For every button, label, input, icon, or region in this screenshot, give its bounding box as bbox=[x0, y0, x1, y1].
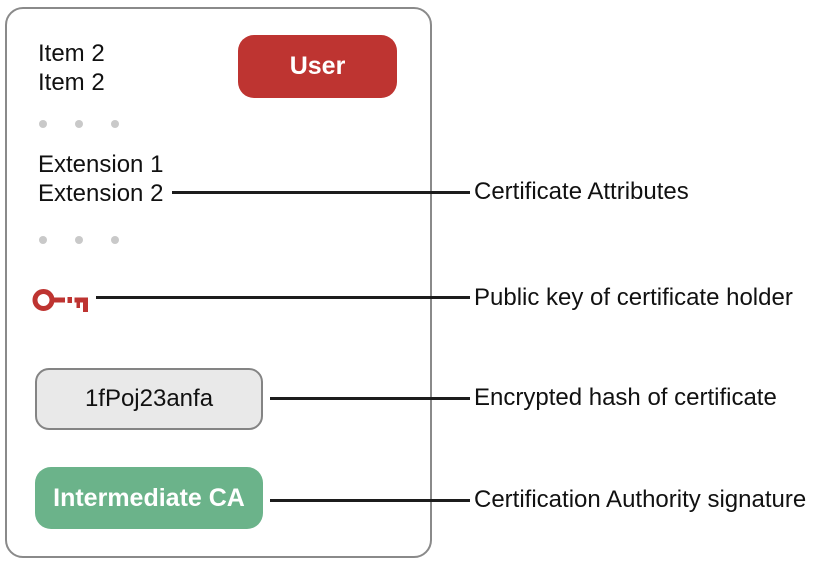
dot-icon bbox=[39, 236, 47, 244]
dot-icon bbox=[111, 236, 119, 244]
dot-icon bbox=[75, 120, 83, 128]
key-icon bbox=[32, 289, 88, 312]
intermediate-ca-label: Intermediate CA bbox=[53, 483, 245, 512]
dot-icon bbox=[39, 120, 47, 128]
extension-line-1: Extension 1 bbox=[38, 151, 164, 178]
item-line-2: Item 2 bbox=[38, 69, 105, 96]
user-badge: User bbox=[238, 35, 397, 98]
dot-icon bbox=[75, 236, 83, 244]
certificate-card bbox=[5, 7, 432, 558]
ellipsis-dots-2 bbox=[39, 236, 119, 244]
hash-value: 1fPoj23anfa bbox=[84, 385, 214, 412]
extension-line-2: Extension 2 bbox=[38, 180, 164, 207]
connector-encrypted-hash bbox=[270, 397, 470, 400]
user-badge-label: User bbox=[289, 52, 346, 80]
hash-box: 1fPoj23anfa bbox=[35, 368, 263, 430]
connector-ca-signature bbox=[270, 499, 470, 502]
annotation-certificate-attributes: Certificate Attributes bbox=[474, 178, 689, 205]
dot-icon bbox=[111, 120, 119, 128]
ellipsis-dots-1 bbox=[39, 120, 119, 128]
annotation-public-key: Public key of certificate holder bbox=[474, 284, 793, 311]
annotation-ca-signature: Certification Authority signature bbox=[474, 486, 807, 513]
connector-certificate-attributes bbox=[172, 191, 470, 194]
connector-public-key bbox=[96, 296, 470, 299]
annotation-encrypted-hash: Encrypted hash of certificate bbox=[474, 384, 777, 411]
intermediate-ca-badge: Intermediate CA bbox=[35, 467, 263, 529]
item-line-1: Item 2 bbox=[38, 40, 105, 67]
